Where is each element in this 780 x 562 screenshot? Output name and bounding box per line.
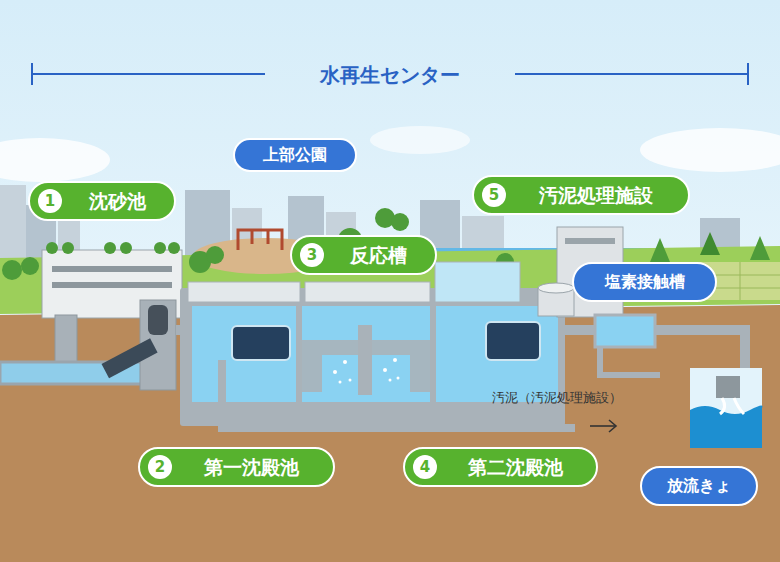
step-number: 5 [482,183,506,207]
outfall [690,368,763,448]
illustration-part [486,322,540,360]
park-pill: 上部公園 [233,138,357,172]
node-text: 塩素接触槽 [605,273,685,291]
illustration-part [640,128,780,172]
node-text: 放流きょ [667,477,731,495]
illustration-part [251,230,254,244]
illustration-part [655,330,745,372]
illustration-part [747,63,749,85]
node-text: 3 [307,247,317,264]
node-text: 第二沈殿池 [468,457,563,478]
illustration-part [305,282,430,302]
node-text: 沈砂池 [89,191,146,212]
node-text: 4 [420,459,430,476]
illustration-part [700,232,720,255]
illustration-part [558,325,598,335]
illustration-part [21,257,39,275]
illustration-part [192,306,296,402]
illustration-part [595,315,655,347]
illustration-part [52,266,172,272]
illustration-part [383,368,387,372]
diagram-title: 水再生センター [0,62,780,89]
note-label: 汚泥（汚泥処理施設） [492,389,622,407]
step-pill: 汚泥処理施設 5 [472,175,690,215]
step-number: 3 [300,243,324,267]
ground [0,305,780,562]
illustration-part [358,325,372,395]
illustration-part [565,238,615,244]
illustration-part [238,230,282,250]
step-pill: 第二沈殿池 4 [403,447,598,487]
illustration-part [267,230,270,244]
illustration-part [436,306,558,402]
illustration-part [349,379,352,382]
illustration-part [148,305,168,335]
illustration-part [600,347,660,375]
illustration-part [238,230,282,250]
illustration-part [333,370,337,374]
illustration-part [2,260,22,280]
illustration-part [590,425,616,427]
illustration-part [650,238,670,262]
illustration-part [168,242,180,254]
illustration-part [154,242,166,254]
illustration-part [435,262,520,302]
node-text: 汚泥処理施設 [539,185,653,206]
illustration-part [740,262,741,300]
scraper-mechanism [232,322,540,360]
aeration-bubbles [333,358,400,384]
node-text: 5 [489,187,499,204]
illustration-part [185,190,230,265]
illustration-part [46,242,58,254]
illustration-part [343,360,347,364]
illustration-part [370,126,470,154]
illustration-part [32,73,265,75]
step-pill: 第一沈殿池 2 [138,447,335,487]
illustration-part [0,138,110,182]
node-text: 第一沈殿池 [204,457,299,478]
illustration-part [391,213,409,231]
illustration-part [180,288,565,426]
illustration-part [720,398,744,414]
illustration-part [609,420,616,432]
illustration-part [104,242,116,254]
illustration-part [716,376,740,398]
node-text: 反応槽 [350,245,407,266]
facility-pill: 放流きょ [640,466,758,506]
step-number: 4 [413,455,437,479]
illustration-part [339,381,342,384]
illustration-part [52,282,172,288]
facility-pill: 塩素接触槽 [572,262,717,302]
illustration-part [0,305,780,562]
sludge-arrow [590,420,616,432]
step-pill: 沈砂池 1 [28,181,176,221]
illustration-part [393,358,397,362]
chlorine-contact [538,227,745,375]
inflow-channel [0,300,190,390]
illustration-part [31,63,33,85]
illustration-part [232,326,290,360]
illustration-part [690,368,762,448]
illustration-part [389,379,392,382]
illustration-part [188,282,300,302]
node-text: 上部公園 [263,146,327,164]
illustration-part [62,242,74,254]
illustration-part [538,283,574,293]
illustration-part [102,338,158,378]
illustration-part [397,377,400,380]
illustration-part [0,185,26,265]
step-pill: 反応槽 3 [290,235,437,275]
illustration-part [120,242,132,254]
node-text: 1 [45,193,55,210]
step-number: 2 [148,455,172,479]
illustration-part [515,73,748,75]
illustration-part [750,236,770,260]
node-text: 2 [155,459,165,476]
step-number: 1 [38,189,62,213]
illustration-part [690,405,763,448]
illustration-part [206,246,224,264]
